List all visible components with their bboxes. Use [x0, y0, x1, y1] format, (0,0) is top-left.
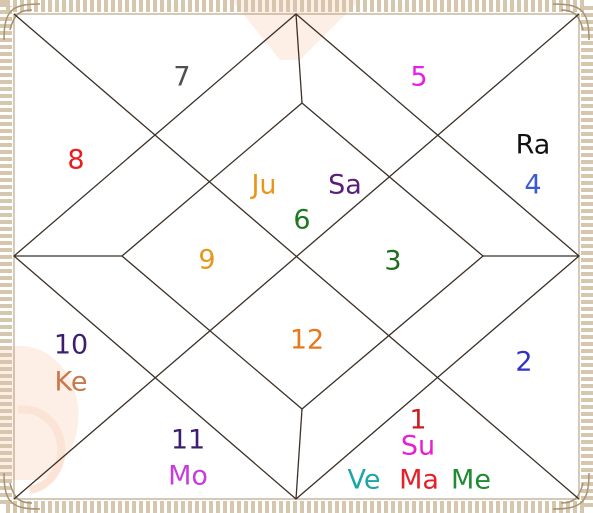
- planet-mo: Mo: [168, 463, 208, 490]
- house-number-8: 8: [67, 147, 84, 174]
- house-number-10: 10: [54, 332, 88, 359]
- house-number-5: 5: [410, 64, 427, 91]
- planet-su: Su: [401, 433, 435, 460]
- planet-ke: Ke: [55, 369, 88, 396]
- house-number-11: 11: [171, 427, 205, 454]
- planet-ve: Ve: [348, 467, 381, 494]
- house-number-7: 7: [173, 64, 190, 91]
- house-number-9: 9: [198, 247, 215, 274]
- house-number-3: 3: [384, 248, 401, 275]
- planet-ra: Ra: [516, 132, 551, 159]
- house-number-6: 6: [293, 207, 310, 234]
- planet-me: Me: [451, 467, 491, 494]
- house-number-12: 12: [290, 327, 324, 354]
- planet-ju: Ju: [251, 172, 276, 199]
- planet-sa: Sa: [328, 172, 362, 199]
- house-number-2: 2: [515, 349, 532, 376]
- planet-ma: Ma: [399, 467, 439, 494]
- house-number-1: 1: [409, 407, 426, 434]
- house-number-4: 4: [524, 172, 541, 199]
